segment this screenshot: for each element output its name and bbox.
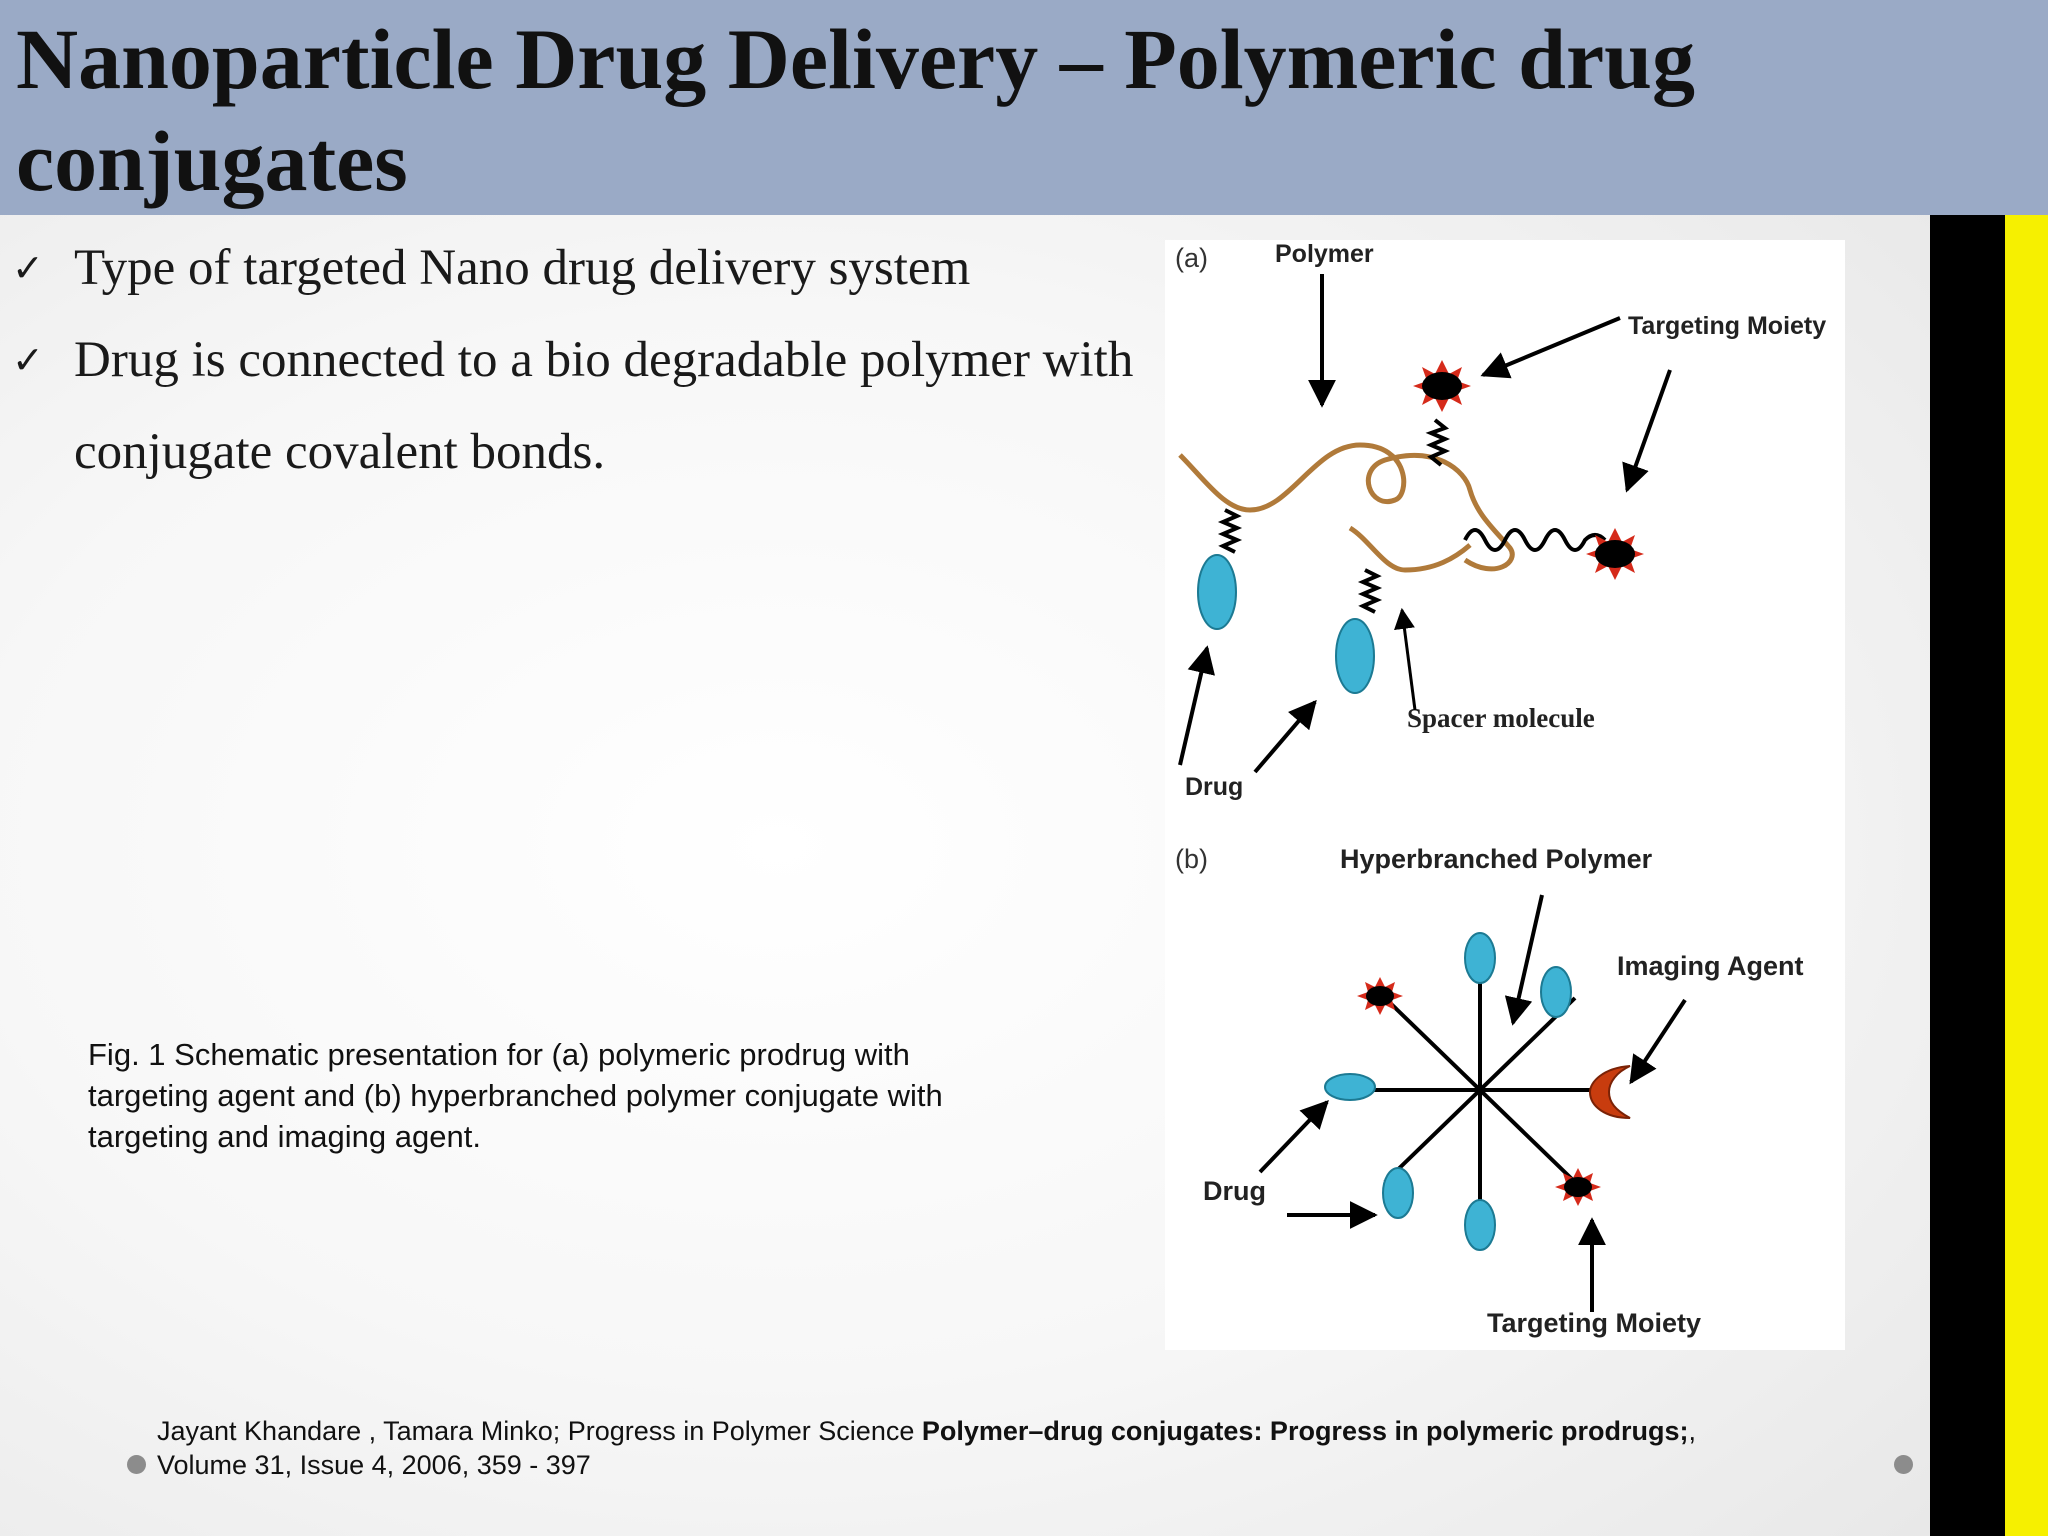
spacer-molecule <box>1357 568 1383 614</box>
polymer-backbone <box>1178 442 1515 572</box>
targeting-moiety-star <box>1555 1168 1601 1206</box>
reference-details: Volume 31, Issue 4, 2006, 359 - 397 <box>157 1450 591 1480</box>
targeting-moiety-label-b: Targeting Moiety <box>1487 1308 1701 1338</box>
diagram-svg: (a) Polymer Targeting Moiety Spacer mole… <box>1175 240 1826 1338</box>
bullet-list: ✓ Type of targeted Nano drug delivery sy… <box>12 222 1162 498</box>
conjugate-diagram: (a) Polymer Targeting Moiety Spacer mole… <box>1165 240 1845 1350</box>
side-bar-black <box>1930 215 2005 1536</box>
panel-b-tag: (b) <box>1175 844 1208 874</box>
spacer-molecule-label: Spacer molecule <box>1407 703 1595 733</box>
imaging-agent-label: Imaging Agent <box>1617 951 1804 981</box>
hyperbranched-polymer <box>1365 960 1605 1225</box>
drug-molecule <box>1335 618 1375 694</box>
reference-citation: Jayant Khandare , Tamara Minko; Progress… <box>157 1414 1917 1482</box>
pointer-arrow <box>1258 1099 1329 1174</box>
drug-molecule <box>1540 966 1572 1018</box>
drug-molecule <box>1464 932 1496 984</box>
reference-separator: , <box>1688 1416 1697 1446</box>
slide-dot-left <box>127 1455 146 1474</box>
check-icon: ✓ <box>12 246 44 290</box>
figure-caption: Fig. 1 Schematic presentation for (a) po… <box>88 1037 943 1154</box>
spacer-molecule <box>1217 508 1243 554</box>
bullet-text: Type of targeted Nano drug delivery syst… <box>74 240 971 296</box>
drug-molecule <box>1382 1167 1414 1219</box>
polymer-label: Polymer <box>1275 240 1374 268</box>
imaging-agent-icon <box>1588 1065 1631 1119</box>
bullet-text: Drug is connected to a bio degradable po… <box>74 332 1134 480</box>
slide-title: Nanoparticle Drug Delivery – Polymeric d… <box>16 11 1696 209</box>
pointer-arrow <box>1629 998 1687 1085</box>
reference-title: Polymer–drug conjugates: Progress in pol… <box>921 1416 1689 1446</box>
bullet-item: ✓ Drug is connected to a bio degradable … <box>12 314 1162 498</box>
check-icon: ✓ <box>12 338 44 382</box>
targeting-moiety-star <box>1357 977 1403 1015</box>
pointer-arrow <box>1480 316 1621 379</box>
pointer-arrow <box>1253 699 1317 774</box>
spacer-molecule <box>1463 528 1607 552</box>
slide-dot-right <box>1894 1455 1913 1474</box>
pointer-arrow <box>1178 645 1215 766</box>
drug-label-b: Drug <box>1203 1176 1266 1206</box>
pointer-arrow <box>1622 369 1672 493</box>
panel-a-tag: (a) <box>1175 243 1208 273</box>
targeting-moiety-star <box>1586 528 1644 580</box>
targeting-moiety-star <box>1413 360 1471 412</box>
bullet-item: ✓ Type of targeted Nano drug delivery sy… <box>12 222 1162 314</box>
spacer-molecule <box>1425 418 1451 467</box>
drug-molecule <box>1197 554 1237 630</box>
drug-molecule <box>1464 1199 1496 1251</box>
reference-authors: Jayant Khandare , Tamara Minko; Progress… <box>157 1416 922 1446</box>
targeting-moiety-label-a: Targeting Moiety <box>1628 312 1826 340</box>
title-bar: Nanoparticle Drug Delivery – Polymeric d… <box>0 0 2048 215</box>
side-bar-yellow <box>2005 215 2048 1536</box>
pointer-arrow <box>1504 894 1544 1026</box>
hyperbranched-polymer-label: Hyperbranched Polymer <box>1340 844 1653 874</box>
polymer-branch <box>1348 525 1472 573</box>
drug-label-a: Drug <box>1185 773 1243 801</box>
drug-molecule <box>1324 1073 1376 1101</box>
pointer-arrow <box>1394 607 1417 711</box>
